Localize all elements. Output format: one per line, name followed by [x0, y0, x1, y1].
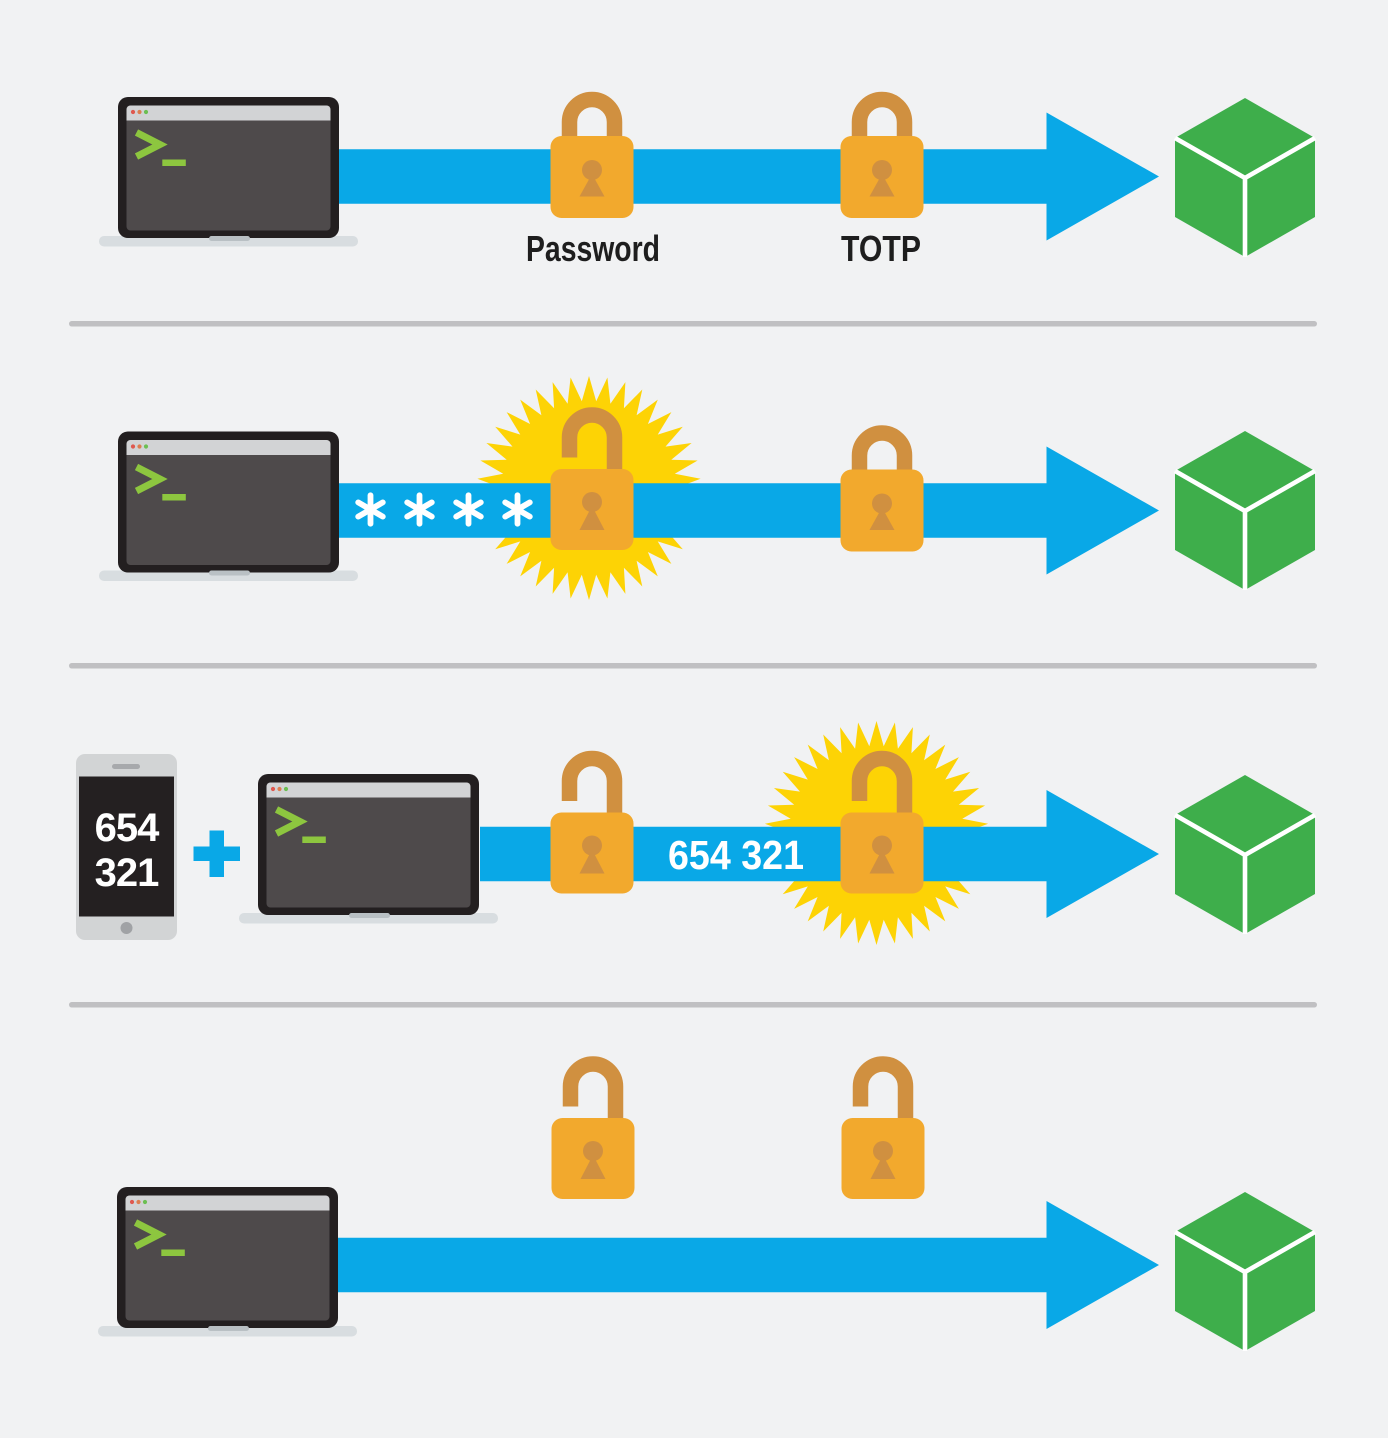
svg-text:Password: Password [526, 228, 660, 269]
svg-text:654 321: 654 321 [668, 832, 804, 878]
svg-text:TOTP: TOTP [841, 228, 921, 269]
